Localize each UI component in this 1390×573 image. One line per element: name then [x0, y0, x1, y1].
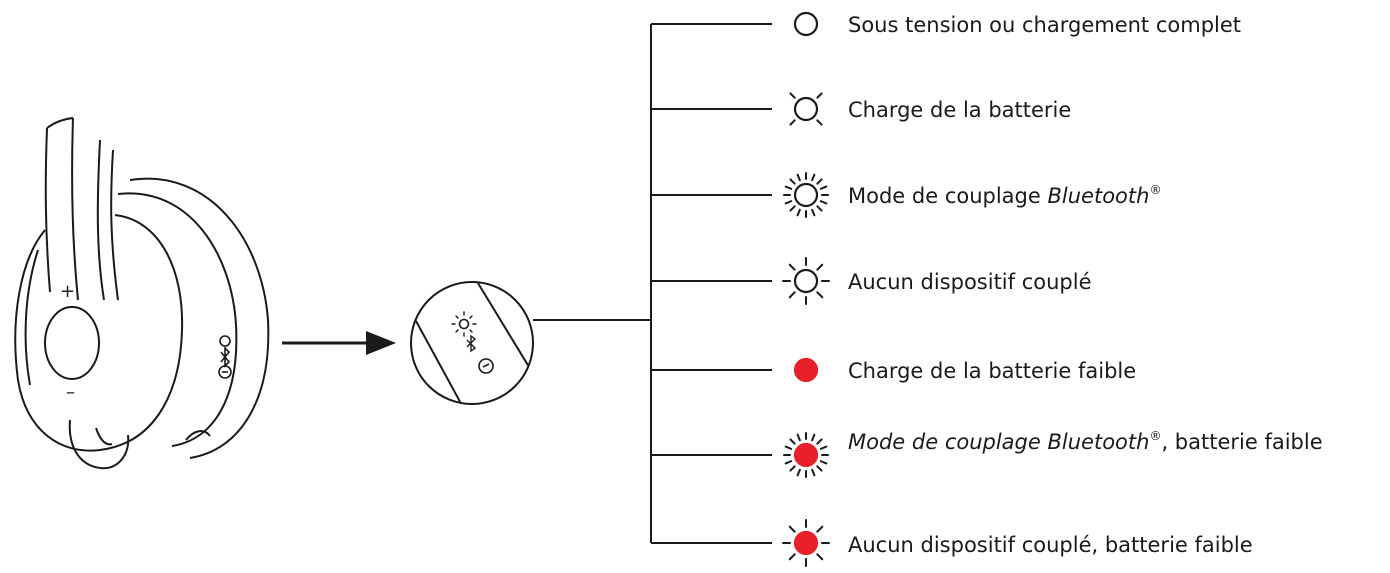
led-icon-5-ray	[789, 438, 796, 445]
led-icon-0	[793, 11, 819, 37]
led-icon-6-ray	[816, 525, 824, 533]
led-icon-3-ray	[788, 291, 796, 299]
zoom-bluetooth-icon	[466, 334, 477, 353]
led-icon-2-ray	[789, 205, 796, 212]
led-icon-2-ray	[796, 208, 801, 217]
led-icon-2-ray	[811, 173, 816, 182]
led-icon-5-ray	[796, 433, 801, 442]
led-icon-1-ray	[816, 119, 823, 126]
status-label-4: Charge de la batterie faible	[848, 359, 1136, 383]
led-icon-5-ray	[811, 433, 816, 442]
led-icon-5-dot	[793, 442, 819, 468]
led-icon-2-ray	[796, 173, 801, 182]
led-icon-2-ray	[789, 178, 796, 185]
led-icon-2-ray	[819, 200, 828, 205]
led-icon-0-dot	[793, 11, 819, 37]
status-label-2: Mode de couplage Bluetooth®	[848, 183, 1161, 208]
led-icon-2-ray	[784, 185, 793, 190]
volume-down-label: –	[66, 382, 75, 403]
led-icon-3-dot	[793, 268, 819, 294]
led-icon-5-ray	[819, 460, 828, 465]
led-icon-2-dot	[793, 182, 819, 208]
led-icon-2-ray	[784, 200, 793, 205]
led-icon-4-dot	[793, 357, 819, 383]
led-icon-5-ray	[784, 445, 793, 450]
magnified-led-panel	[410, 281, 534, 405]
led-indicator-icon	[219, 335, 231, 347]
led-icon-3-ray	[816, 291, 824, 299]
led-icon-1-ray	[789, 92, 796, 99]
volume-up-label: +	[60, 281, 75, 302]
status-label-0: Sous tension ou chargement complet	[848, 13, 1241, 37]
led-icon-3-ray	[816, 263, 824, 271]
led-icon-2	[783, 172, 829, 218]
led-icon-3	[782, 257, 830, 305]
led-icon-5-ray	[816, 465, 823, 472]
status-labels: Sous tension ou chargement complet Charg…	[848, 13, 1323, 557]
led-icon-6-dot	[793, 530, 819, 556]
zoom-power-icon	[478, 358, 494, 374]
led-icon-5-ray	[796, 468, 801, 477]
status-tree	[650, 23, 772, 544]
led-icon-2-ray	[816, 205, 823, 212]
led-icon-2-ray	[816, 178, 823, 185]
led-icon-1-dot	[793, 96, 819, 122]
led-icon-5-ray	[819, 445, 828, 450]
led-icon-5-ray	[811, 468, 816, 477]
led-icon-3-ray	[788, 263, 796, 271]
led-icons	[782, 11, 830, 567]
led-icon-5-ray	[789, 465, 796, 472]
led-icon-5-ray	[784, 460, 793, 465]
bluetooth-icon	[220, 346, 231, 368]
status-label-3: Aucun dispositif couplé	[848, 270, 1092, 294]
arrow-right-icon	[282, 331, 396, 355]
status-label-6: Aucun dispositif couplé, batterie faible	[848, 533, 1253, 557]
led-icon-5	[783, 432, 829, 478]
led-icon-1	[789, 92, 823, 126]
headset-illustration: + –	[14, 117, 270, 470]
led-icon-2-ray	[811, 208, 816, 217]
led-icon-6-ray	[788, 553, 796, 561]
status-label-1: Charge de la batterie	[848, 98, 1071, 122]
led-icon-4	[793, 357, 819, 383]
led-icon-6-ray	[816, 553, 824, 561]
led-icon-6-ray	[788, 525, 796, 533]
led-icon-6	[782, 519, 830, 567]
led-icon-5-ray	[816, 438, 823, 445]
led-icon-1-ray	[816, 92, 823, 99]
zoom-led-icon	[458, 318, 470, 330]
led-icon-1-ray	[789, 119, 796, 126]
status-label-5: Mode de couplage Bluetooth®, batterie fa…	[848, 429, 1323, 454]
led-icon-2-ray	[819, 185, 828, 190]
